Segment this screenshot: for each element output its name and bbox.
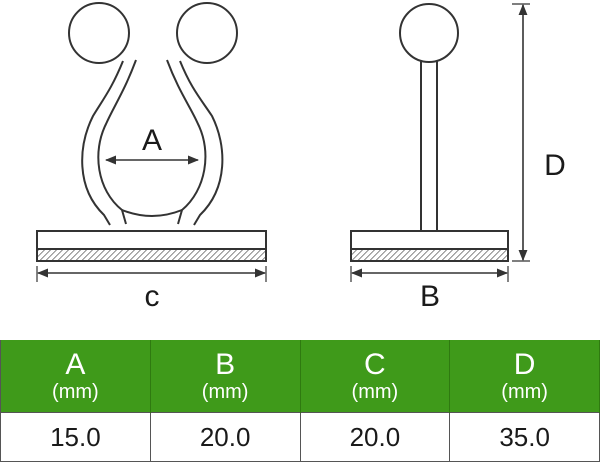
value-b: 20.0 (149, 412, 301, 462)
front-base-plate (36, 230, 267, 250)
header-a-letter: A (65, 348, 86, 381)
side-view (350, 3, 509, 262)
header-a-unit: (mm) (52, 381, 99, 403)
value-d: 35.0 (449, 412, 600, 462)
dimension-a: A (104, 124, 200, 165)
header-d-letter: D (513, 348, 536, 381)
header-b-unit: (mm) (201, 381, 249, 403)
dimension-d-label: D (544, 149, 566, 182)
left-ball (68, 2, 130, 64)
header-a: A (mm) (0, 340, 151, 413)
side-base-plate (350, 230, 509, 250)
header-d: D (mm) (449, 340, 600, 413)
spec-value-row: 15.0 20.0 20.0 35.0 (0, 412, 600, 462)
header-c: C (mm) (299, 340, 451, 413)
value-a: 15.0 (0, 412, 151, 462)
header-d-unit: (mm) (501, 381, 548, 403)
side-ball (399, 3, 459, 63)
header-c-letter: C (364, 348, 386, 381)
dimension-c-label: c (145, 280, 160, 313)
clip-body-inner (97, 59, 207, 225)
value-c: 20.0 (299, 412, 451, 462)
dimension-c: c (36, 266, 267, 313)
front-view (36, 2, 267, 262)
dimension-b: B (350, 266, 509, 313)
side-adhesive-layer (350, 248, 509, 262)
spec-header-row: A (mm) B (mm) C (mm) D (mm) (0, 340, 600, 413)
dimension-d: D (512, 3, 566, 262)
dimension-b-label: B (420, 280, 440, 313)
clip-body-outline (81, 60, 224, 226)
clip-dimension-diagram: A c B D (36, 2, 566, 313)
header-c-unit: (mm) (351, 381, 399, 403)
front-adhesive-layer (36, 248, 267, 262)
side-stem (420, 59, 438, 232)
dimension-a-label: A (142, 124, 162, 157)
dimension-spec-table: A (mm) B (mm) C (mm) D (mm) 15.0 20.0 20… (0, 340, 600, 462)
header-b: B (mm) (149, 340, 301, 413)
right-ball (176, 2, 238, 64)
header-b-letter: B (215, 348, 236, 381)
